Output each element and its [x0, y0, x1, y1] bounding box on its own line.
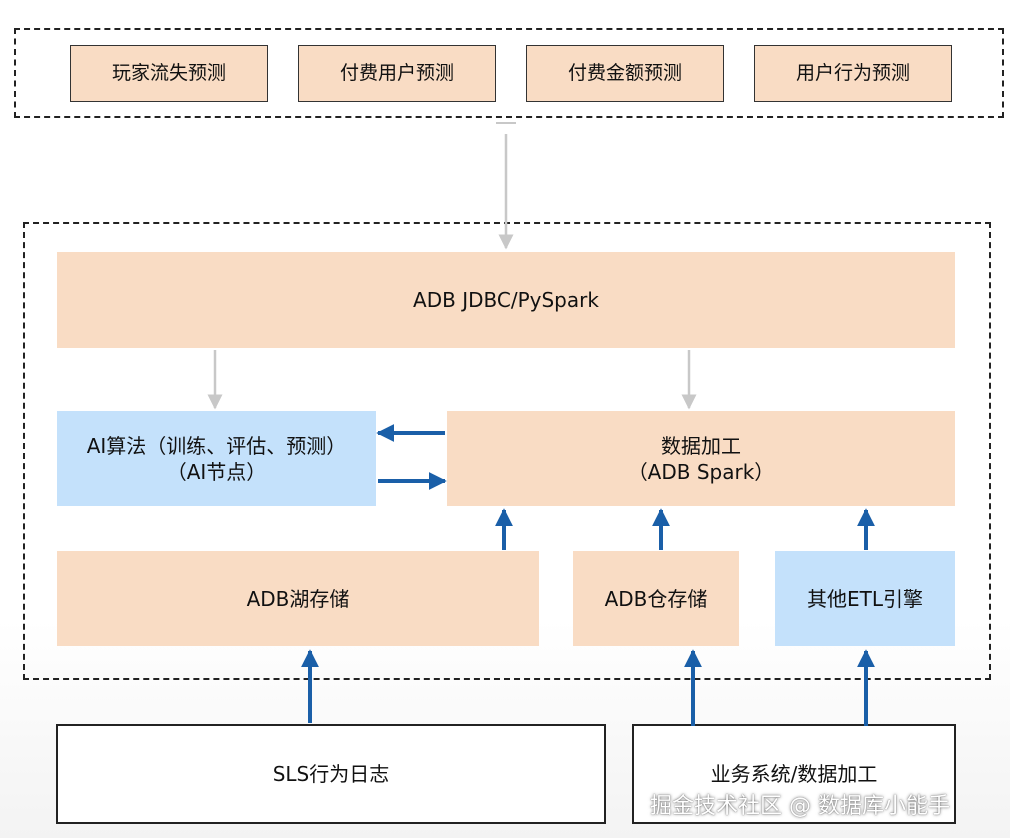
adb-warehouse-storage-box: ADB仓存储: [573, 551, 739, 646]
jdbc-pyspark-layer: ADB JDBC/PySpark: [57, 252, 955, 348]
sls-logs-box: SLS行为日志: [56, 724, 606, 824]
ai-algorithm-box: AI算法（训练、评估、预测） （AI节点）: [57, 411, 376, 506]
user-behavior-prediction-label: 用户行为预测: [795, 62, 910, 85]
prediction-layer-container: [14, 28, 1004, 118]
adb-lake-storage-label: ADB湖存储: [246, 586, 350, 611]
churn-prediction-box: 玩家流失预测: [70, 45, 268, 102]
payment-amount-prediction-box: 付费金额预测: [526, 45, 724, 102]
data-processing-box: 数据加工 （ADB Spark）: [447, 411, 955, 506]
user-behavior-prediction-box: 用户行为预测: [754, 45, 952, 102]
paying-user-prediction-label: 付费用户预测: [339, 62, 454, 85]
other-etl-engines-label: 其他ETL引擎: [807, 586, 923, 611]
other-etl-engines-box: 其他ETL引擎: [775, 551, 955, 646]
data-processing-label: 数据加工: [661, 433, 741, 458]
payment-amount-prediction-label: 付费金额预测: [567, 62, 682, 85]
business-systems-label: 业务系统/数据加工: [710, 762, 878, 786]
ai-node-label: （AI节点）: [166, 459, 267, 484]
jdbc-pyspark-label: ADB JDBC/PySpark: [413, 288, 599, 312]
paying-user-prediction-box: 付费用户预测: [298, 45, 496, 102]
adb-lake-storage-box: ADB湖存储: [57, 551, 539, 646]
sls-logs-label: SLS行为日志: [272, 762, 390, 786]
adb-warehouse-storage-label: ADB仓存储: [604, 586, 708, 611]
ai-algorithm-label: AI算法（训练、评估、预测）: [86, 433, 347, 458]
adb-spark-label: （ADB Spark）: [627, 459, 775, 484]
business-systems-box: 业务系统/数据加工: [632, 724, 956, 824]
churn-prediction-label: 玩家流失预测: [111, 62, 226, 85]
watermark: 掘金技术社区 @ 数据库小能手: [650, 794, 950, 819]
